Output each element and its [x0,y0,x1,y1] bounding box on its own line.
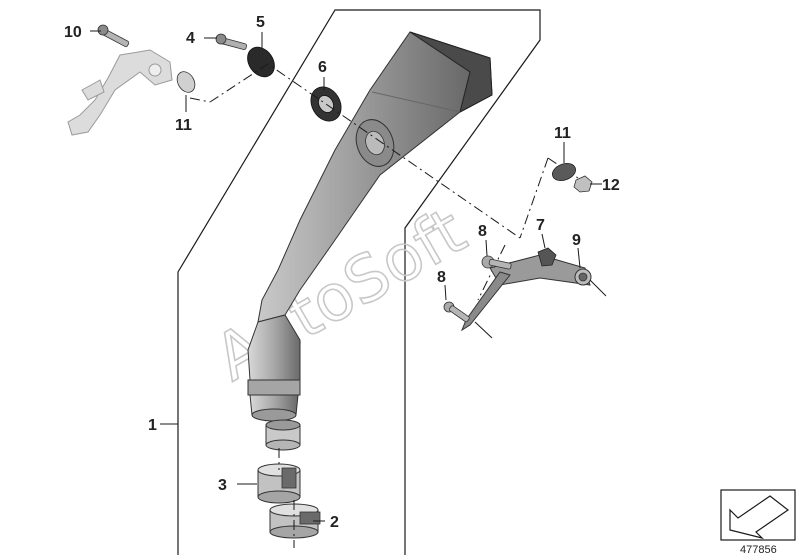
callout-3: 3 [218,477,227,494]
muffler-1 [247,31,493,422]
nut-7 [537,247,557,267]
washer-11-right [551,163,577,181]
hanger-bracket-9 [460,254,607,332]
assembly-frame [177,9,541,555]
rubber-mount-6 [310,86,342,122]
diagram-number: 477856 [740,544,777,556]
inlet-sleeve [265,419,301,451]
callout-4: 4 [186,30,195,47]
assembly-dash-lines [189,63,579,548]
callout-11-left: 11 [175,117,192,134]
gasket-5 [247,46,275,78]
leader-lines [90,30,602,522]
callout-2: 2 [330,514,339,531]
ghost-footrest-bracket [67,49,173,136]
bolt-8-lower [443,301,493,339]
clamp-2 [269,503,321,539]
callout-8-upper: 8 [478,223,487,240]
callout-12: 12 [602,177,620,194]
nut-12 [573,175,593,193]
callout-1: 1 [148,417,157,434]
callout-9: 9 [572,232,581,249]
callout-10: 10 [64,24,82,41]
washer-11-left [176,71,196,93]
bolt-4 [215,33,247,50]
arrow-down-left-icon [720,489,796,541]
callout-11-right: 11 [554,125,571,142]
callout-6: 6 [318,59,327,76]
callout-8-lower: 8 [437,269,446,286]
callout-5: 5 [256,14,265,31]
bolt-10 [97,24,130,48]
bolt-8-upper [481,255,512,270]
callout-7: 7 [536,217,545,234]
